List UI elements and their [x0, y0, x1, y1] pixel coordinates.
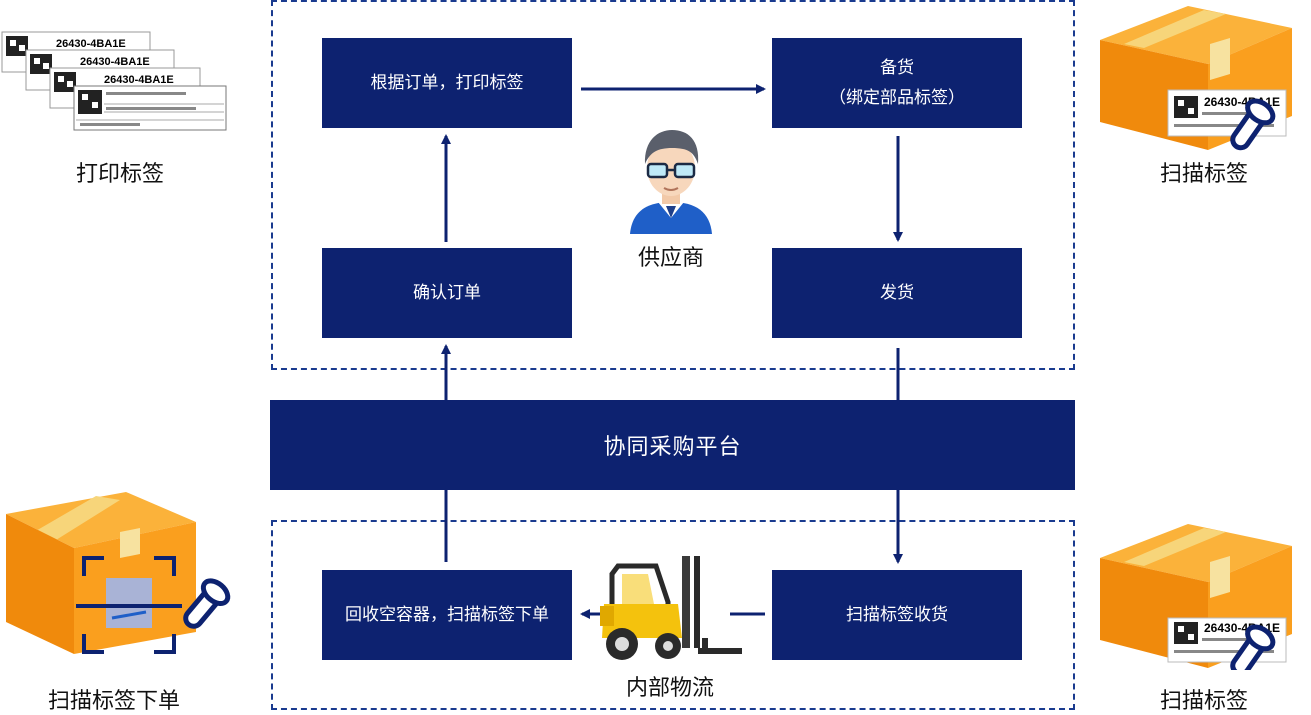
supplier-role-label: 供应商 — [637, 246, 704, 271]
supplier-person-icon — [628, 126, 714, 234]
label-code-3: 26430-4BA1E — [104, 74, 174, 86]
confirm-order-box: 确认订单 — [322, 248, 572, 338]
forklift-icon — [598, 552, 744, 664]
recycle-order-label: 回收空容器，扫描标签下单 — [345, 605, 549, 625]
print-labels-caption: 打印标签 — [75, 162, 164, 187]
ship-box: 发货 — [772, 248, 1022, 338]
platform-label: 协同采购平台 — [603, 435, 742, 460]
stock-box: 备货 （绑定部品标签） — [772, 38, 1022, 128]
print-order-label: 根据订单，打印标签 — [370, 73, 524, 93]
receive-label: 扫描标签收货 — [846, 605, 948, 625]
scan-label-caption-bottom: 扫描标签 — [1159, 689, 1248, 714]
logistics-label: 内部物流 — [625, 676, 714, 701]
receive-box: 扫描标签收货 — [772, 570, 1022, 660]
internal-group — [271, 520, 1075, 710]
label-code-2: 26430-4BA1E — [80, 56, 150, 68]
recycle-order-box: 回收空容器，扫描标签下单 — [322, 570, 572, 660]
box-with-label-icon-bottom: 26430-4BA1E — [1096, 522, 1308, 670]
confirm-order-label: 确认订单 — [413, 283, 481, 303]
supplier-group — [271, 0, 1075, 370]
scan-label-caption-top: 扫描标签 — [1159, 162, 1248, 187]
box-with-label-icon-top: 26430-4BA1E — [1096, 4, 1308, 152]
stock-subtitle: （绑定部品标签） — [829, 88, 965, 108]
ship-label: 发货 — [880, 283, 914, 303]
scan-order-caption: 扫描标签下单 — [47, 689, 180, 714]
stock-title: 备货 — [880, 58, 914, 78]
print-order-box: 根据订单，打印标签 — [322, 38, 572, 128]
box-scan-order-icon — [4, 492, 258, 658]
printed-labels-illustration: 26430-4BA1E 26430-4BA1E 26430-4BA1E — [0, 30, 230, 132]
label-code-1: 26430-4BA1E — [56, 38, 126, 50]
procurement-platform-bar: 协同采购平台 — [270, 400, 1075, 490]
